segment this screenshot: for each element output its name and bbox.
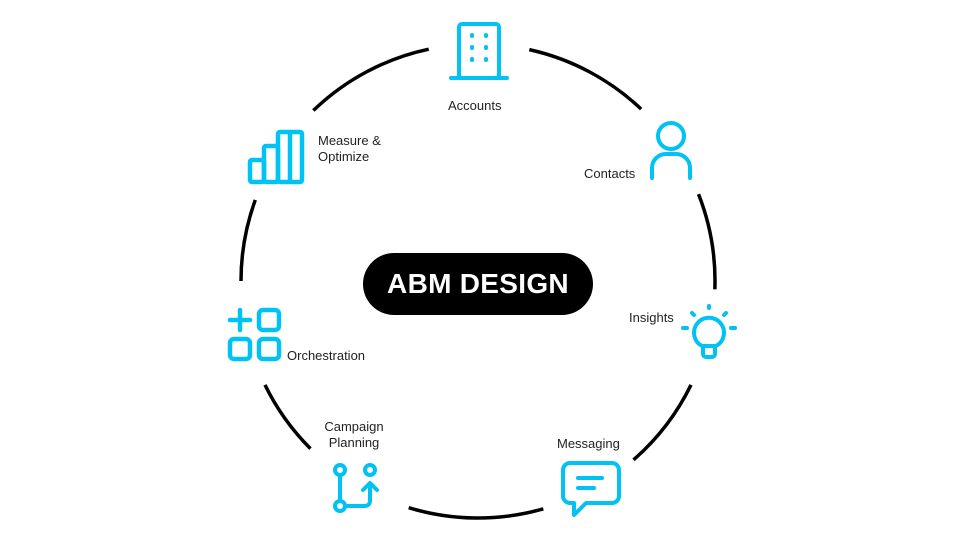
center-title: ABM DESIGN bbox=[363, 253, 593, 315]
ring-segment bbox=[312, 47, 430, 112]
person-icon bbox=[648, 120, 694, 182]
stage-label-orchestration: Orchestration bbox=[287, 348, 366, 363]
label-line: Campaign bbox=[324, 419, 384, 434]
chat-bubble-icon bbox=[560, 460, 622, 520]
label-line: Measure & bbox=[318, 133, 381, 148]
stage-label-insights: Insights bbox=[629, 310, 674, 325]
ring-segment bbox=[696, 193, 717, 290]
branch-merge-icon bbox=[328, 460, 384, 516]
stage-label-contacts: Contacts bbox=[584, 166, 636, 181]
stage-label-measure-optimize: Measure & Optimize bbox=[318, 133, 381, 165]
bar-chart-icon bbox=[246, 128, 310, 186]
ring-segment bbox=[239, 199, 257, 282]
ring-segment bbox=[263, 384, 312, 450]
ring-segment bbox=[408, 505, 544, 520]
ring-segment bbox=[528, 47, 643, 111]
stage-label-accounts: Accounts bbox=[448, 98, 502, 113]
building-icon bbox=[448, 20, 510, 82]
ring-segment bbox=[632, 384, 693, 462]
stage-label-campaign-planning: Campaign Planning bbox=[318, 419, 390, 451]
label-line: Optimize bbox=[318, 149, 370, 164]
grid-plus-icon bbox=[226, 306, 284, 364]
label-line: Planning bbox=[328, 435, 380, 450]
lightbulb-icon bbox=[678, 302, 740, 364]
stage-label-messaging: Messaging bbox=[557, 436, 620, 451]
